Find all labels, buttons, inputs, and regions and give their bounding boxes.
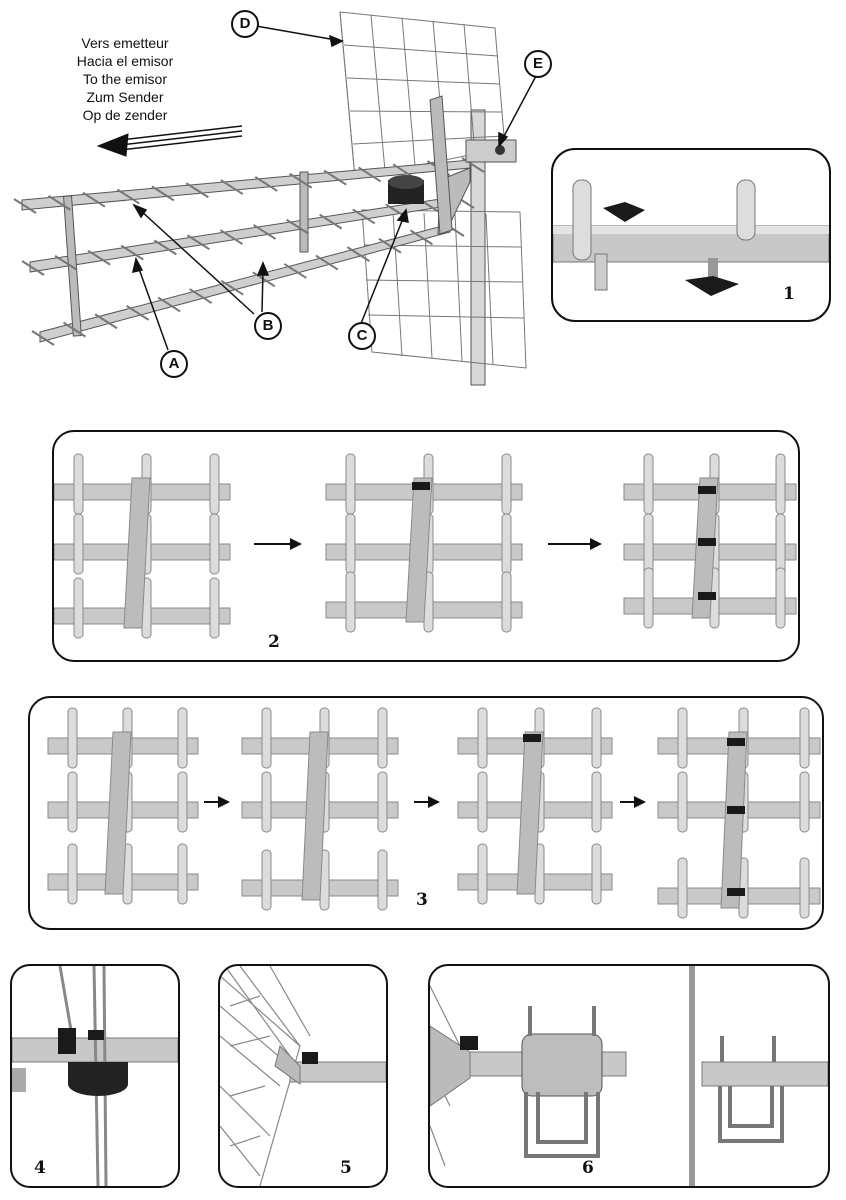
step-5-panel: 5: [218, 964, 388, 1188]
step-number-4: 4: [34, 1158, 46, 1178]
step-6-photo: [430, 966, 828, 1186]
step-1-photo: [553, 179, 829, 296]
yagi-element: [289, 172, 313, 189]
yagi-element: [283, 263, 307, 279]
yagi-element: [120, 244, 144, 261]
yagi-element: [13, 198, 37, 214]
callout-a: A: [160, 350, 188, 378]
yagi-element: [94, 313, 118, 330]
grid-reflector: [339, 11, 527, 369]
yagi-element: [47, 195, 71, 211]
yagi-element: [352, 208, 376, 225]
step-arrowhead: [590, 538, 602, 550]
direction-label-de: Zum Sender: [86, 89, 164, 105]
assembly-step-photo: [241, 707, 399, 911]
yagi-array: [21, 159, 471, 343]
callout-d: D: [231, 10, 259, 38]
yagi-element: [31, 330, 55, 346]
step-arrowhead: [428, 796, 440, 808]
yagi-element: [82, 191, 106, 208]
assembly-step-photo: [47, 707, 199, 905]
yagi-element: [153, 239, 177, 256]
yagi-element: [21, 260, 45, 276]
assembly-step-photo: [325, 453, 523, 633]
step-number-6: 6: [582, 1158, 594, 1178]
step-3-photos: [47, 707, 821, 919]
mast: [470, 109, 486, 386]
step-1-panel: 1: [551, 148, 831, 322]
yagi-element: [54, 255, 78, 271]
yagi-element: [220, 179, 244, 195]
direction-label-nl: Op de zender: [82, 107, 168, 123]
step-6-panel: 6: [428, 964, 830, 1188]
assembly-step-photo: [457, 707, 613, 905]
direction-label-fr: Vers emetteur: [81, 35, 169, 51]
yagi-element: [319, 213, 343, 230]
yagi-element: [323, 169, 347, 186]
callout-e: E: [524, 50, 552, 78]
yagi-element: [254, 176, 278, 192]
assembly-step-photo: [623, 453, 797, 629]
step-2-panel: 2: [52, 430, 800, 662]
yagi-element: [286, 218, 310, 235]
callout-b: B: [254, 312, 282, 340]
direction-labels: Vers emetteur Hacia el emisor To the emi…: [20, 34, 230, 124]
step-4-photo: [12, 966, 178, 1186]
step-number-5: 5: [340, 1158, 352, 1178]
step-5-photo: [220, 966, 386, 1186]
step-arrowhead: [290, 538, 302, 550]
step-arrowhead: [634, 796, 646, 808]
yagi-element: [409, 229, 433, 246]
yagi-element: [219, 229, 243, 245]
callout-c: C: [348, 322, 376, 350]
yagi-element: [358, 166, 382, 183]
step-4-panel: 4: [10, 964, 180, 1188]
yagi-element: [378, 237, 402, 254]
yagi-element: [63, 321, 87, 338]
step-arrowhead: [218, 796, 230, 808]
direction-label-en: To the emisor: [82, 71, 168, 87]
yagi-element: [87, 249, 111, 266]
antenna-overview-drawing: [13, 11, 537, 386]
yagi-element: [252, 271, 276, 288]
step-number-2: 2: [268, 632, 280, 652]
yagi-element: [189, 288, 213, 304]
direction-label-es: Hacia el emisor: [76, 53, 174, 69]
direction-arrow: [96, 125, 243, 157]
yagi-element: [186, 234, 210, 251]
yagi-element: [116, 188, 140, 205]
step-number-1: 1: [783, 284, 795, 304]
step-number-3: 3: [416, 890, 428, 910]
yagi-element: [126, 305, 150, 321]
yagi-element: [253, 224, 277, 240]
assembly-step-photo: [54, 453, 231, 639]
step-2-photos: [54, 453, 797, 639]
yagi-element: [220, 279, 244, 296]
mast-clamp: [465, 139, 517, 163]
yagi-element: [151, 185, 175, 202]
yagi-element: [346, 246, 370, 262]
assembly-step-photo: [657, 707, 821, 919]
step-3-panel: 3: [28, 696, 824, 930]
yagi-element: [157, 296, 181, 313]
yagi-element: [315, 254, 339, 271]
yagi-element: [185, 182, 209, 199]
